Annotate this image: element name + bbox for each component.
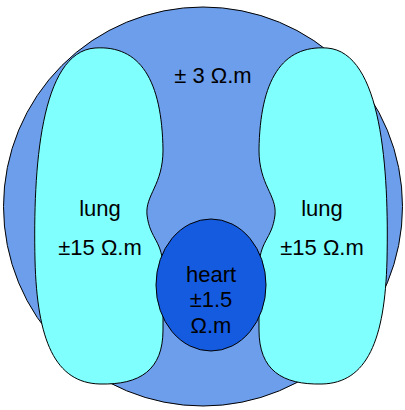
heart-region: heart±1.5 Ω.m: [155, 218, 267, 352]
text-group: lung ±15 Ω.m: [40, 178, 160, 278]
resistivity-value: ±1.5 Ω.m: [175, 287, 247, 338]
text-group: heart±1.5 Ω.m: [166, 258, 256, 342]
region-label: lung: [301, 196, 343, 221]
thorax-region: ± 3 Ω.m lung ±15 Ω.m lung ±15 Ω.m heart±1.5 Ω…: [3, 5, 403, 408]
resistivity-value: ±15 Ω.m: [280, 235, 364, 260]
text-group: ± 3 Ω.m: [140, 55, 286, 97]
lung-region: lung ±15 Ω.m: [257, 45, 389, 387]
region-label: heart: [186, 262, 236, 287]
region-label: ± 3 Ω.m: [174, 63, 251, 88]
lung-region: lung ±15 Ω.m: [33, 45, 165, 387]
region-label: lung: [79, 196, 121, 221]
resistivity-value: ±15 Ω.m: [58, 235, 142, 260]
text-group: lung ±15 Ω.m: [262, 178, 382, 278]
